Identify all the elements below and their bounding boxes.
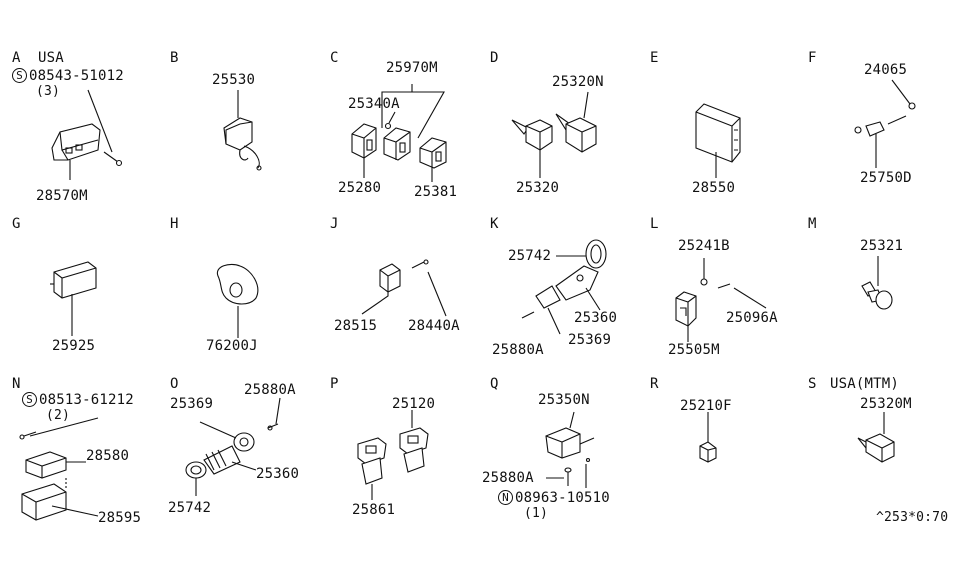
part-25360-switch-k — [521, 239, 607, 335]
section-a-part-28570M: 28570M — [36, 188, 88, 204]
section-q-letter: Q — [490, 376, 499, 392]
section-a-title: USA — [38, 50, 64, 66]
section-q-note-qty: (1) — [524, 506, 549, 521]
section-b-part-25530: 25530 — [212, 72, 256, 88]
section-m-part-25321: 25321 — [860, 238, 904, 254]
section-f-part-25750D: 25750D — [860, 170, 912, 186]
section-l-part-25096A: 25096A — [726, 310, 778, 326]
section-s-letter: S — [808, 376, 817, 392]
part-25320-sensor — [511, 119, 553, 178]
section-a-note-qty: (3) — [36, 84, 61, 99]
section-s-part-25320M: 25320M — [860, 396, 912, 412]
section-p-part-25120: 25120 — [392, 396, 436, 412]
part-25210F-sensor — [699, 412, 717, 463]
part-25750D-clip — [854, 79, 916, 168]
section-k-part-25369: 25369 — [568, 332, 612, 348]
section-p-part-25861: 25861 — [352, 502, 396, 518]
part-25350N-relay — [545, 411, 595, 488]
section-k-part-25742: 25742 — [508, 248, 552, 264]
section-g-letter: G — [12, 216, 21, 232]
section-k-part-25880A: 25880A — [492, 342, 544, 358]
section-d-part-25320N: 25320N — [552, 74, 604, 90]
section-c-part-25970M: 25970M — [386, 60, 438, 76]
section-k-part-25360: 25360 — [574, 310, 618, 326]
section-c-part-25340A: 25340A — [348, 96, 400, 112]
section-j-part-28440A: 28440A — [408, 318, 460, 334]
section-n-note-qty: (2) — [46, 408, 71, 423]
section-l-part-25241B: 25241B — [678, 238, 730, 254]
section-n-part-28595: 28595 — [98, 510, 142, 526]
section-o-part-25360: 25360 — [256, 466, 300, 482]
part-25381-switch — [419, 137, 447, 182]
section-f-part-24065: 24065 — [864, 62, 908, 78]
section-e-letter: E — [650, 50, 659, 66]
section-r-letter: R — [650, 376, 659, 392]
section-e-part-28550: 28550 — [692, 180, 736, 196]
section-n-letter: N — [12, 376, 21, 392]
part-25280-switch — [351, 123, 377, 178]
part-25321-switch — [861, 256, 893, 310]
section-d-letter: D — [490, 50, 499, 66]
section-j-letter: J — [330, 216, 339, 232]
section-o-letter: O — [170, 376, 179, 392]
section-o-part-25880A: 25880A — [244, 382, 296, 398]
part-28515-relay — [361, 259, 447, 317]
section-n-part-28580: 28580 — [86, 448, 130, 464]
section-p-letter: P — [330, 376, 339, 392]
section-l-part-25505M: 25505M — [668, 342, 720, 358]
section-q-part-25350N: 25350N — [538, 392, 590, 408]
section-c-part-25381: 25381 — [414, 184, 458, 200]
section-c-part-25280: 25280 — [338, 180, 382, 196]
standard-part-symbol: S — [12, 68, 27, 83]
section-h-letter: H — [170, 216, 179, 232]
part-25320N-sensor — [555, 91, 597, 153]
section-o-part-25369: 25369 — [170, 396, 214, 412]
part-28580-28595-modules — [19, 417, 99, 521]
section-d-part-25320: 25320 — [516, 180, 560, 196]
section-a-letter: A — [12, 50, 21, 66]
part-25320M-sensor — [857, 412, 895, 463]
leader-25970M — [381, 84, 445, 139]
part-25360-switch-o — [185, 397, 281, 496]
section-m-letter: M — [808, 216, 817, 232]
part-76200J-buzzer — [216, 263, 259, 338]
section-j-part-28515: 28515 — [334, 318, 378, 334]
section-g-part-25925: 25925 — [52, 338, 96, 354]
section-q-note-number: 08963-10510 — [515, 490, 610, 506]
section-k-letter: K — [490, 216, 499, 232]
part-25505M-switch — [675, 258, 767, 342]
drawing-code: ^253*0:70 — [876, 510, 949, 525]
section-l-letter: L — [650, 216, 659, 232]
part-25530-relay — [223, 90, 262, 171]
section-o-part-25742: 25742 — [168, 500, 212, 516]
section-h-part-76200J: 76200J — [206, 338, 258, 354]
section-r-part-25210F: 25210F — [680, 398, 732, 414]
standard-part-symbol: N — [498, 490, 513, 505]
section-f-letter: F — [808, 50, 817, 66]
section-a-note-number: 08543-51012 — [29, 68, 124, 84]
part-28570M-unit — [51, 89, 123, 180]
section-b-letter: B — [170, 50, 179, 66]
part-25340A-switch — [383, 111, 411, 161]
part-25861-25120-switches — [357, 410, 429, 500]
section-q-part-25880A: 25880A — [482, 470, 534, 486]
section-c-letter: C — [330, 50, 339, 66]
standard-part-symbol: S — [22, 392, 37, 407]
part-25925-box — [50, 261, 97, 336]
part-28550-module — [695, 103, 741, 178]
section-n-note-number: 08513-61212 — [39, 392, 134, 408]
section-s-title: USA(MTM) — [830, 376, 900, 392]
